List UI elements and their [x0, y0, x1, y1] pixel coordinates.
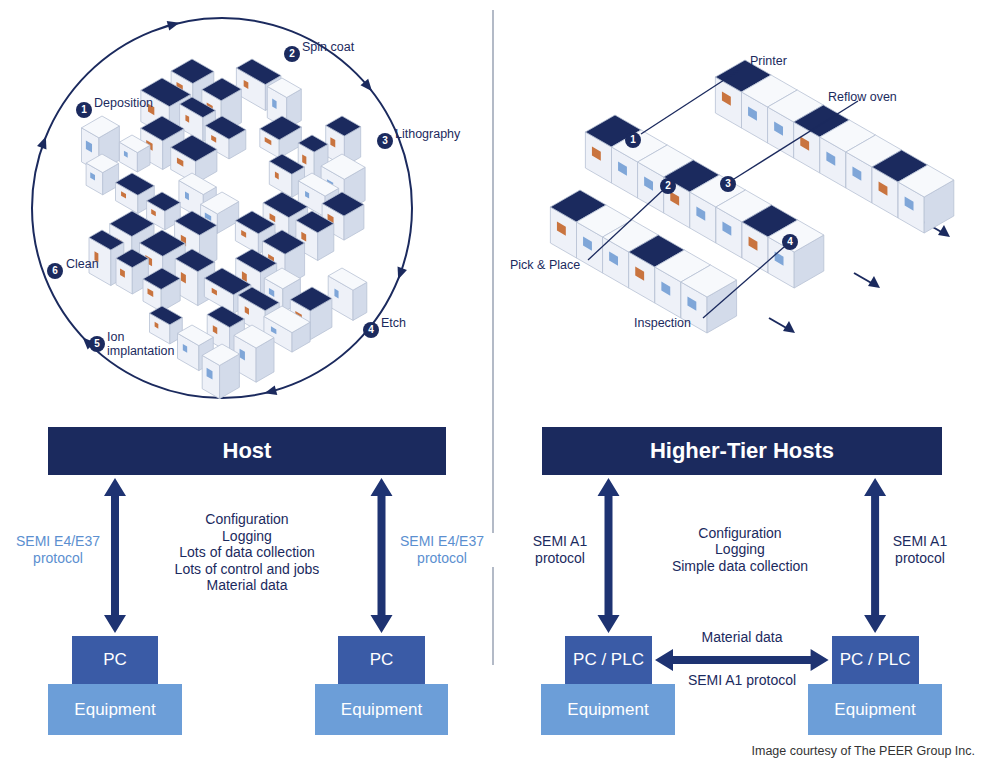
- edge-label: SEMI A1 protocol: [882, 533, 958, 567]
- host-band: Higher-Tier Hosts: [542, 427, 942, 475]
- edge-label: SEMI E4/E37 protocol: [6, 533, 110, 567]
- node-text: Equipment: [834, 700, 915, 720]
- function-note: Logging: [222, 528, 272, 544]
- cycle-arrowhead: [361, 79, 373, 91]
- process-label: Pick & Place: [510, 258, 580, 272]
- equipment-icon: [143, 268, 180, 312]
- device-box: Equipment: [315, 684, 448, 735]
- protocol-arrow: [598, 478, 620, 633]
- equipment-icon: [328, 268, 367, 320]
- device-box: PC: [338, 636, 425, 684]
- process-label: Ion implantation: [107, 330, 189, 359]
- equipment-icon: [202, 344, 239, 399]
- function-note: Material data: [207, 577, 288, 593]
- callout-number: 1: [76, 102, 92, 118]
- node-text: PC / PLC: [573, 650, 644, 670]
- edge-label: SEMI A1 protocol: [522, 533, 598, 567]
- callout-number: 1: [625, 132, 641, 148]
- node-text: PC: [370, 650, 394, 670]
- callout-number: 4: [363, 322, 379, 338]
- function-note: Lots of data collection: [179, 544, 314, 560]
- process-cycle: [32, 18, 412, 398]
- function-note: Configuration: [698, 525, 781, 541]
- flow-arrowhead: [783, 321, 795, 333]
- cycle-arrowhead: [264, 385, 277, 395]
- equipment-icon: [260, 116, 302, 158]
- equipment-icon: [82, 116, 120, 172]
- equipment-icon: [119, 135, 150, 172]
- edge-label: SEMI A1 protocol: [686, 672, 798, 689]
- device-box: Equipment: [808, 684, 942, 735]
- cycle-arrowhead: [37, 136, 46, 149]
- process-label: Etch: [381, 316, 406, 330]
- process-label: Printer: [750, 54, 787, 68]
- process-label: Reflow oven: [828, 90, 897, 104]
- leader-lines: [588, 67, 858, 318]
- process-label: Deposition: [94, 96, 153, 110]
- function-note: Simple data collection: [672, 558, 808, 574]
- device-box: PC / PLC: [565, 636, 652, 684]
- callout-number: 3: [720, 176, 736, 192]
- host-band: Host: [48, 427, 446, 475]
- device-box: Equipment: [48, 684, 182, 735]
- equipment-icon: [898, 165, 954, 233]
- function-note: Configuration: [205, 511, 288, 527]
- callout-number: 3: [377, 133, 393, 149]
- device-box: Equipment: [541, 684, 675, 735]
- callout-number: 2: [284, 46, 300, 62]
- process-label: Clean: [66, 257, 99, 271]
- process-label: Spin coat: [302, 40, 354, 54]
- flow-arrowhead: [938, 225, 950, 237]
- device-box: PC: [72, 636, 158, 684]
- node-text: Host: [223, 438, 272, 464]
- edge-label: SEMI E4/E37 protocol: [390, 533, 494, 567]
- process-label: Inspection: [634, 316, 691, 330]
- callout-number: 5: [89, 336, 105, 352]
- device-box: PC / PLC: [832, 636, 919, 684]
- node-text: Higher-Tier Hosts: [650, 438, 834, 464]
- node-text: PC / PLC: [840, 650, 911, 670]
- node-text: Equipment: [341, 700, 422, 720]
- function-note: Logging: [715, 541, 765, 557]
- process-label: Lithography: [395, 127, 460, 141]
- equipment-icon: [234, 325, 274, 382]
- node-text: Equipment: [567, 700, 648, 720]
- function-note: Lots of control and jobs: [175, 561, 320, 577]
- protocol-arrow: [655, 649, 829, 671]
- function-note: Material data: [702, 629, 783, 645]
- cycle-arrowhead: [398, 267, 407, 280]
- callout-number: 2: [660, 178, 676, 194]
- equipment-icon: [86, 154, 119, 195]
- flow-arrowhead: [868, 276, 880, 288]
- cycle-arrowhead: [167, 21, 180, 31]
- node-text: Equipment: [74, 700, 155, 720]
- callout-number: 6: [47, 263, 63, 279]
- image-credit: Image courtesy of The PEER Group Inc.: [752, 744, 976, 758]
- callout-number: 4: [782, 234, 798, 250]
- node-text: PC: [103, 650, 127, 670]
